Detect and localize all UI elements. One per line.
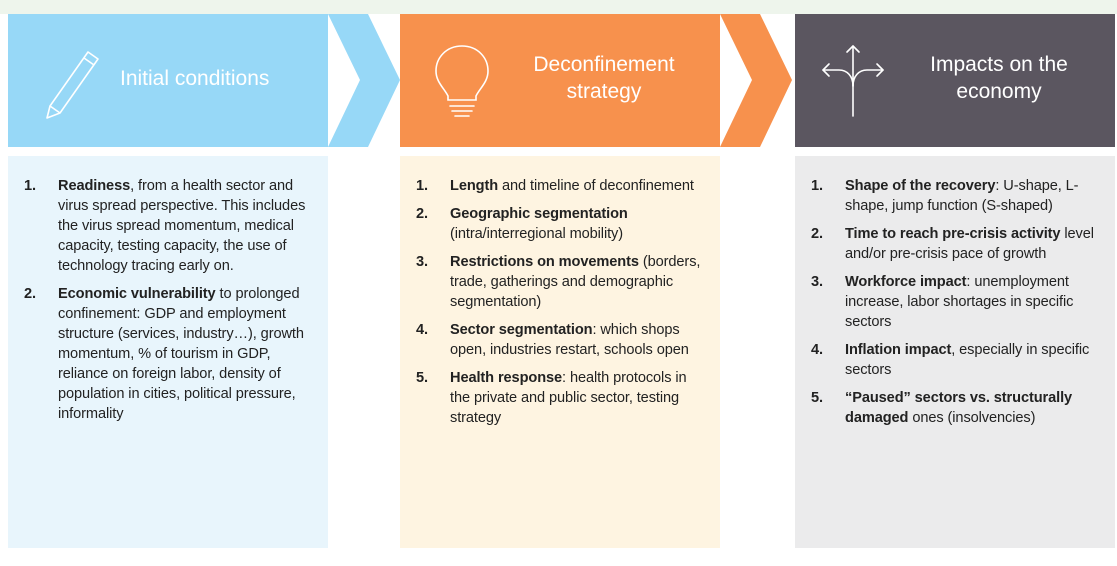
item-rest: , from a health sector and virus spread … <box>58 178 306 274</box>
item-text: Shape of the recovery: U-shape, L-shape,… <box>845 176 1101 216</box>
column-initial-conditions: Initial conditions 1. Readiness, from a … <box>8 14 328 548</box>
item-number: 5. <box>416 370 428 386</box>
item-text: Workforce impact: unemployment increase,… <box>845 272 1101 332</box>
list-item: 1. Shape of the recovery: U-shape, L-sha… <box>811 176 1101 216</box>
body-impacts-on-economy: 1. Shape of the recovery: U-shape, L-sha… <box>795 156 1115 548</box>
list-item: 3. Restrictions on movements (borders, t… <box>416 252 706 312</box>
item-number: 3. <box>416 254 428 270</box>
list-item: 2. Time to reach pre-crisis activity lev… <box>811 224 1101 264</box>
item-rest: , especially in specific sectors <box>845 342 1090 378</box>
item-bold: Inflation impact <box>845 342 952 358</box>
item-number: 3. <box>811 274 823 290</box>
item-text: Length and timeline of deconfinement <box>450 176 694 196</box>
item-text: Health response: health protocols in the… <box>450 368 706 428</box>
item-rest: ones (insolvencies) <box>908 410 1036 426</box>
item-bold: Health response <box>450 370 563 386</box>
column-deconfinement-strategy: Deconfinement strategy 1. Length and tim… <box>400 14 720 548</box>
item-bold: Economic vulnerability <box>58 286 216 302</box>
item-number: 4. <box>416 322 428 338</box>
header-title: Impacts on the economy <box>930 53 1068 103</box>
item-bold: Readiness <box>58 178 131 194</box>
item-text: Readiness, from a health sector and viru… <box>58 176 314 276</box>
item-number: 5. <box>811 390 823 406</box>
diverging-arrows-icon <box>822 45 884 117</box>
header-title: Initial conditions <box>120 67 270 90</box>
item-rest: : which shops open, industries restart, … <box>450 322 689 358</box>
item-rest: : U-shape, L-shape, jump function (S-sha… <box>845 178 1079 214</box>
item-bold: Workforce impact <box>845 274 967 290</box>
item-bold: Geographic segmentation <box>450 206 628 222</box>
item-bold: “Paused” sectors vs. structurally damage… <box>845 390 1073 426</box>
list-item: 4. Sector segmentation: which shops open… <box>416 320 706 360</box>
column-impacts-on-economy: Impacts on the economy 1. Shape of the r… <box>795 14 1115 548</box>
header-deconfinement-strategy: Deconfinement strategy <box>400 14 720 147</box>
top-strip <box>0 0 1117 14</box>
header-impacts-on-economy: Impacts on the economy <box>795 14 1115 147</box>
item-text: Geographic segmentation (intra/interregi… <box>450 204 706 244</box>
item-rest: (borders, trade, gatherings and demograp… <box>450 254 701 310</box>
item-bold: Time to reach pre-crisis activity <box>845 226 1061 242</box>
header-initial-conditions: Initial conditions <box>8 14 328 147</box>
item-bold: Shape of the recovery <box>845 178 996 194</box>
item-bold: Sector segmentation <box>450 322 593 338</box>
item-number: 1. <box>24 178 36 194</box>
list-item: 1. Readiness, from a health sector and v… <box>24 176 314 276</box>
list-item: 5. “Paused” sectors vs. structurally dam… <box>811 388 1101 428</box>
pencil-icon <box>46 51 99 119</box>
list-item: 1. Length and timeline of deconfinement <box>416 176 706 196</box>
item-number: 4. <box>811 342 823 358</box>
header-title: Deconfinement strategy <box>533 53 675 103</box>
item-text: “Paused” sectors vs. structurally damage… <box>845 388 1101 428</box>
item-rest: to prolonged confinement: GDP and employ… <box>58 286 304 422</box>
item-rest: : health protocols in the private and pu… <box>450 370 687 426</box>
item-rest: (intra/interregional mobility) <box>450 226 624 242</box>
list-item: 5. Health response: health protocols in … <box>416 368 706 428</box>
item-number: 2. <box>416 206 428 222</box>
item-number: 2. <box>24 286 36 302</box>
item-text: Inflation impact, especially in specific… <box>845 340 1101 380</box>
body-deconfinement-strategy: 1. Length and timeline of deconfinement … <box>400 156 720 548</box>
item-number: 1. <box>416 178 428 194</box>
arrow-right-icon <box>720 14 792 147</box>
arrow-right-icon <box>328 14 400 147</box>
list-item: 3. Workforce impact: unemployment increa… <box>811 272 1101 332</box>
item-rest: : unemployment increase, labor shortages… <box>845 274 1074 330</box>
body-initial-conditions: 1. Readiness, from a health sector and v… <box>8 156 328 548</box>
item-bold: Length <box>450 178 499 194</box>
item-text: Restrictions on movements (borders, trad… <box>450 252 706 312</box>
item-number: 1. <box>811 178 823 194</box>
item-rest: and timeline of deconfinement <box>498 178 694 194</box>
item-text: Time to reach pre-crisis activity level … <box>845 224 1101 264</box>
item-text: Economic vulnerability to prolonged conf… <box>58 284 314 424</box>
item-number: 2. <box>811 226 823 242</box>
item-rest: level and/or pre-crisis pace of growth <box>845 226 1094 262</box>
item-text: Sector segmentation: which shops open, i… <box>450 320 706 360</box>
item-bold: Restrictions on movements <box>450 254 639 270</box>
lightbulb-icon <box>435 45 489 117</box>
list-item: 2. Economic vulnerability to prolonged c… <box>24 284 314 424</box>
list-item: 4. Inflation impact, especially in speci… <box>811 340 1101 380</box>
list-item: 2. Geographic segmentation (intra/interr… <box>416 204 706 244</box>
